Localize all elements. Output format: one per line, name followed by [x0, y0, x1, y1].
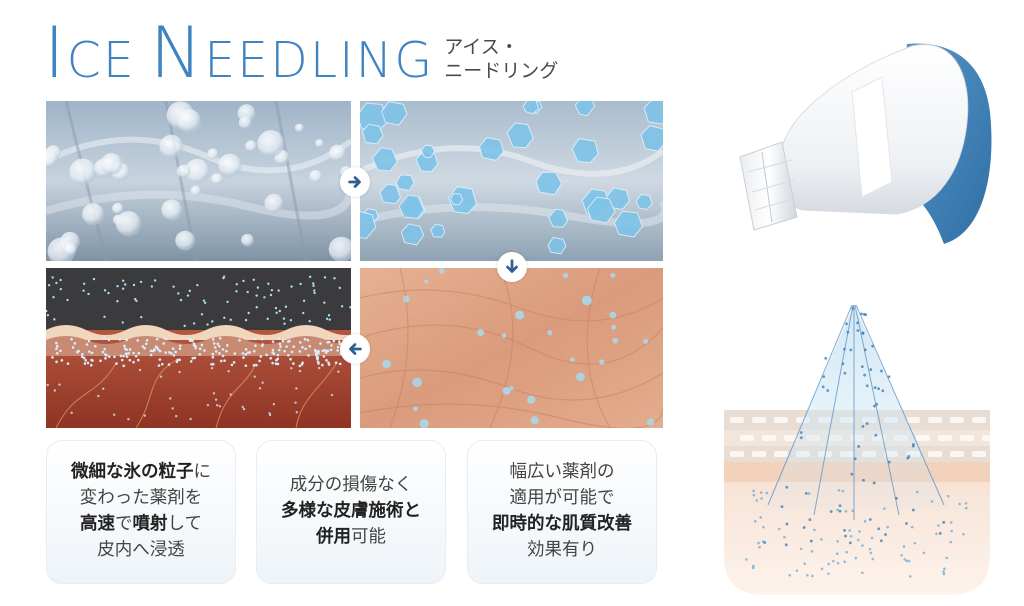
- feature-card-skin-improvement: 幅広い薬剤の適用が可能で即時的な肌質改善効果有り: [467, 440, 657, 584]
- device-handpiece-image: [722, 32, 1004, 254]
- card-text-line: 効果有り: [527, 538, 597, 564]
- panel-droplets-image: [46, 101, 351, 261]
- card-text-bold: 噴射: [132, 514, 168, 534]
- card-text: 成分の損傷なく: [289, 475, 413, 496]
- card-text: 皮内へ浸透: [97, 539, 185, 560]
- title-katakana: アイス・ ニードリング: [444, 35, 558, 84]
- card-text-line: 併用可能: [316, 525, 386, 551]
- arrow-right-icon: [340, 167, 370, 197]
- card-text-line: 幅広い薬剤の: [510, 460, 615, 486]
- card-text: 幅広い薬剤の: [509, 462, 615, 483]
- card-text-bold: 即時的な肌質改善: [492, 514, 632, 534]
- skin-layers-spray-diagram: [724, 304, 996, 595]
- card-text: 効果有り: [527, 539, 597, 560]
- card-text-bold: 多様な皮膚施術と: [281, 501, 421, 522]
- card-text-line: 変わった薬剤を: [80, 486, 203, 512]
- panel-skin-surface-image: [360, 268, 663, 428]
- card-text: 適用が可能で: [509, 488, 615, 509]
- card-text: 可能: [351, 526, 386, 547]
- card-text-line: 多様な皮膚施術と: [281, 499, 421, 525]
- card-text-line: 微細な氷の粒子に: [71, 460, 211, 486]
- card-text-line: 成分の損傷なく: [290, 473, 413, 499]
- card-text-line: 高速で噴射して: [80, 512, 202, 538]
- logo-word-ice: Ice: [44, 12, 136, 94]
- title-katakana-line2: ニードリング: [444, 60, 559, 83]
- card-text-line: 即時的な肌質改善: [492, 512, 632, 538]
- card-text: で: [115, 514, 133, 534]
- card-text-bold: 併用: [316, 526, 351, 547]
- panel-ice-crystals-image: [360, 101, 663, 261]
- card-text: 変わった薬剤を: [79, 488, 203, 509]
- panel-skin-penetration-image: [46, 268, 351, 428]
- feature-card-combination: 成分の損傷なく多様な皮膚施術と併用可能: [256, 440, 446, 584]
- card-text-line: 皮内へ浸透: [97, 538, 185, 564]
- card-text-bold: 高速: [80, 514, 115, 534]
- page-title: Ice Needling アイス・ ニードリング: [44, 16, 558, 88]
- title-katakana-line1: アイス・: [444, 35, 519, 58]
- arrow-down-icon: [497, 252, 527, 282]
- arrow-left-icon: [340, 334, 370, 364]
- card-text: に: [193, 462, 212, 483]
- card-text-bold: 微細な氷の粒子: [71, 462, 194, 483]
- card-text-line: 適用が可能で: [510, 486, 615, 512]
- feature-card-ice-particles: 微細な氷の粒子に変わった薬剤を高速で噴射して皮内へ浸透: [46, 440, 236, 584]
- card-text: して: [167, 514, 202, 534]
- logo-word-needling: Needling: [149, 12, 435, 94]
